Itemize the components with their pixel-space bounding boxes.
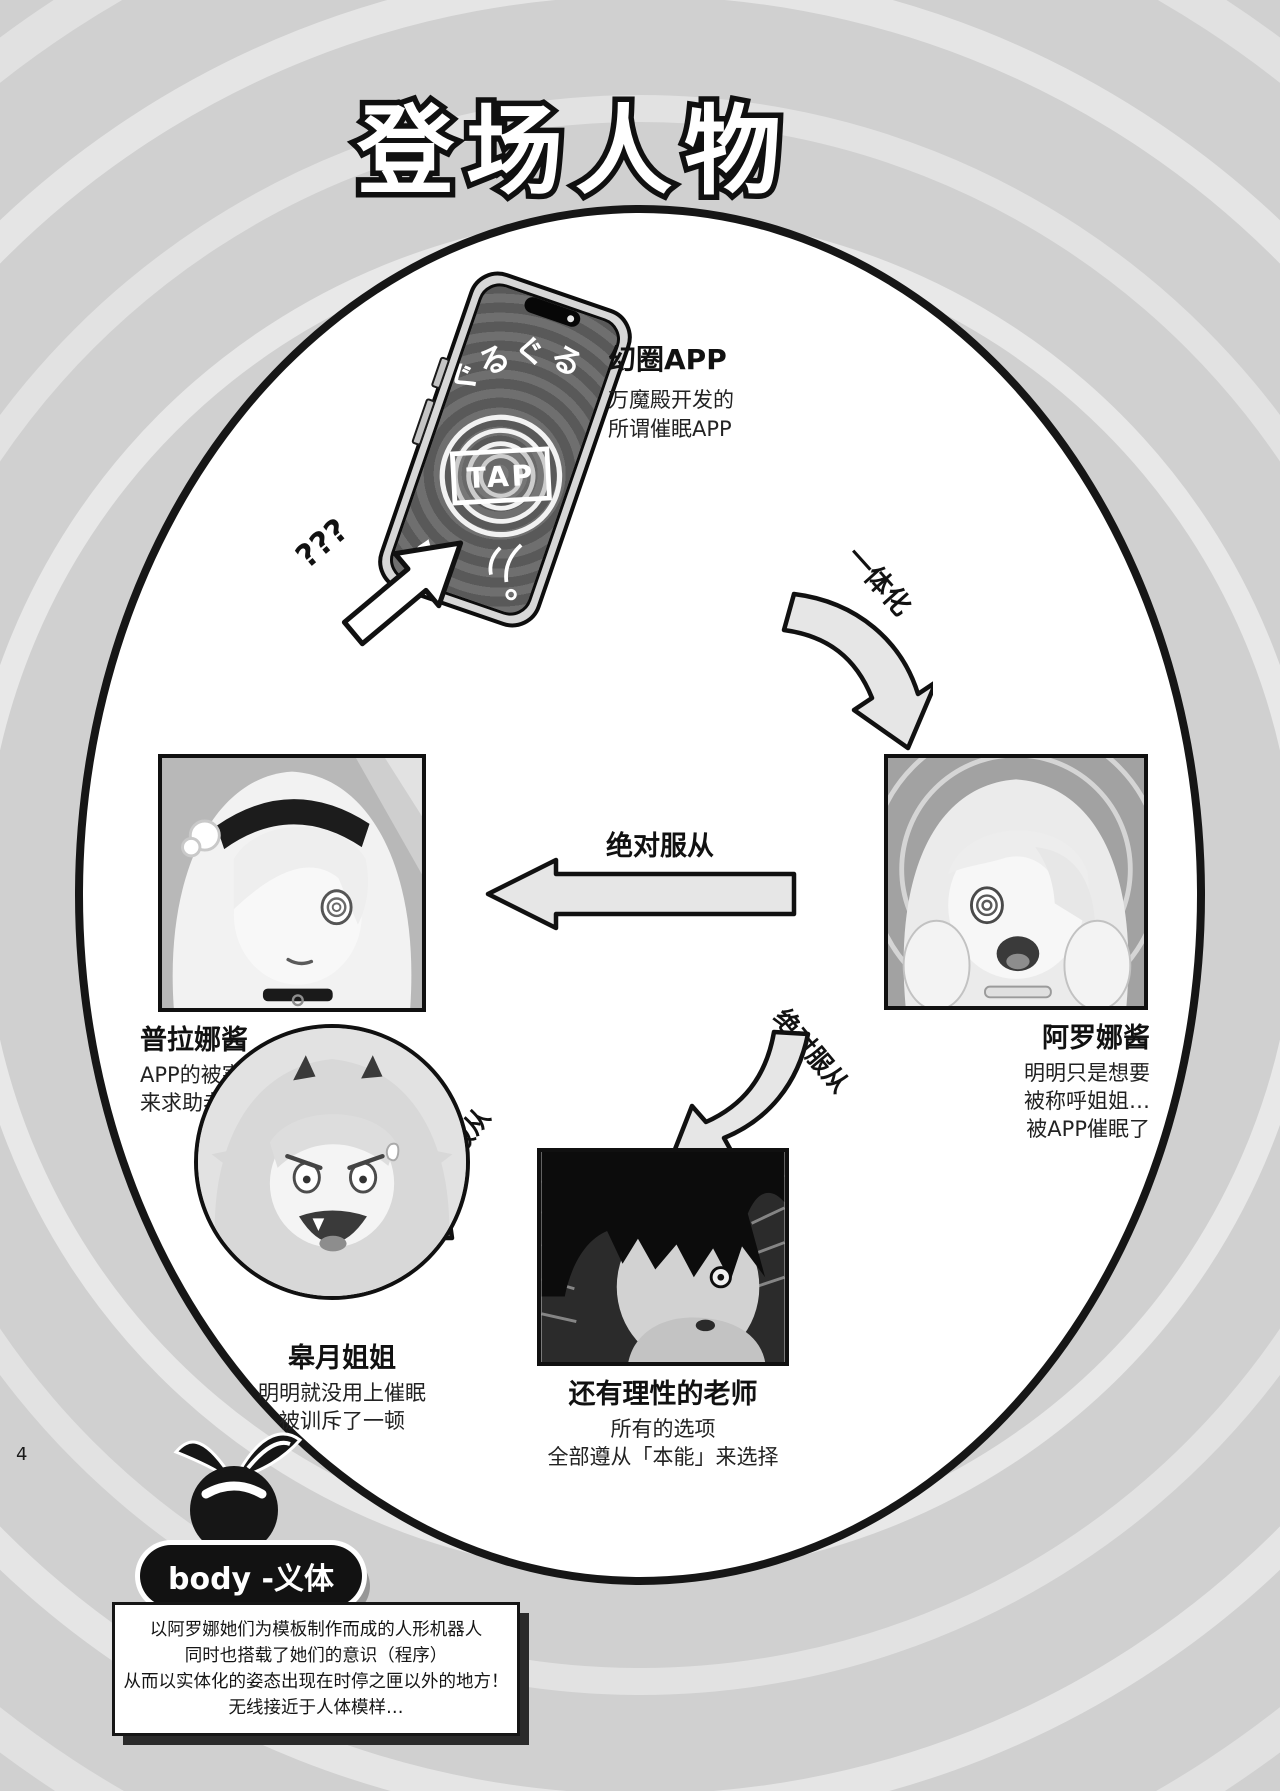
satsuki-label-block: 皋月姐姐 明明就没用上催眠 被训斥了一顿 (192, 1336, 492, 1435)
note-line: 无线接近于人体模样… (228, 1698, 404, 1718)
svg-text:TAP: TAP (466, 459, 536, 496)
note-box: 以阿罗娜她们为模板制作而成的人形机器人 同时也搭载了她们的意识（程序） 从而以实… (112, 1602, 520, 1736)
sensei-portrait (537, 1148, 789, 1366)
mascot-icon (173, 1432, 303, 1554)
sensei-desc-line: 全部遵从「本能」来选择 (547, 1445, 779, 1469)
note-line: 以阿罗娜她们为模板制作而成的人形机器人 (149, 1620, 483, 1640)
arona-portrait (884, 754, 1148, 1010)
arona-label-block: 阿罗娜酱 明明只是想要 被称呼姐姐… 被APP催眠了 (1024, 1016, 1150, 1143)
note-line: 同时也搭载了她们的意识（程序） (184, 1646, 448, 1666)
phone-body: ぐるぐる TAP ♠ (370, 263, 640, 636)
arona-desc-line: 被称呼姐姐… (1024, 1089, 1150, 1113)
satsuki-desc-line: 明明就没用上催眠 (258, 1381, 426, 1405)
phone-illustration: ぐるぐる TAP ♠ (370, 263, 640, 636)
arona-desc-line: 明明只是想要 (1024, 1061, 1150, 1085)
sensei-label-block: 还有理性的老师 所有的选项 全部遵从「本能」来选择 (513, 1372, 813, 1471)
screen-doodle (505, 588, 517, 601)
curve-arrow-phone-to-arona (781, 591, 933, 751)
note-line: 从而以实体化的姿态出现在时停之匣以外的地方！ (123, 1672, 509, 1692)
app-name: 幻圈APP (608, 343, 727, 376)
screen-doodle (504, 543, 523, 583)
page-title: 登场人物 (352, 90, 793, 214)
sensei-name: 还有理性的老师 (568, 1379, 758, 1410)
satsuki-name: 皋月姐姐 (288, 1343, 396, 1374)
satsuki-desc-line: 被训斥了一顿 (279, 1409, 405, 1433)
arona-desc-line: 被APP催眠了 (1026, 1117, 1150, 1141)
sensei-desc-line: 所有的选项 (610, 1417, 716, 1441)
app-label-block: 幻圈APP 万魔殿开发的 所谓催眠APP (608, 338, 868, 444)
satsuki-portrait (194, 1024, 470, 1300)
page-number: 4 (16, 1444, 28, 1465)
app-desc-line: 所谓催眠APP (608, 417, 732, 441)
plana-name: 普拉娜酱 (140, 1025, 248, 1056)
tap-button: TAP (449, 446, 552, 506)
plana-portrait (158, 754, 426, 1012)
screen-doodle (488, 546, 502, 575)
arona-name: 阿罗娜酱 (1042, 1023, 1150, 1054)
question-arrow (341, 540, 464, 647)
app-desc-line: 万魔殿开发的 (608, 388, 734, 412)
obedience-center-arrow (485, 857, 797, 931)
obedience-center-label: 绝对服从 (606, 831, 714, 862)
body-badge: body -义体 (140, 1545, 363, 1607)
